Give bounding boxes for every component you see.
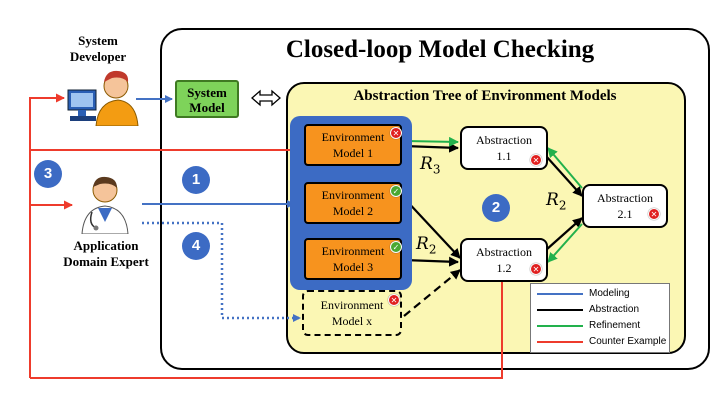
doctor-icon	[81, 176, 129, 234]
env-model-x-line1: Environment	[320, 298, 384, 312]
step-1-badge: 1	[182, 166, 210, 194]
relation-r2-upper: R2	[546, 190, 567, 213]
abstraction-arrows	[403, 142, 583, 317]
env-model-x-line2: Model x	[331, 314, 373, 328]
developer-at-computer-icon	[67, 70, 139, 126]
step-4-badge: 4	[182, 232, 210, 260]
env-model-1-line1: Environment	[321, 130, 385, 144]
step-3-badge: 3	[34, 160, 62, 188]
fail-icon: ✕	[530, 154, 542, 166]
domain-expert-line1: Application	[73, 238, 139, 253]
abstraction-2-1: Abstraction 2.1	[582, 184, 668, 228]
environment-model-1: Environment Model 1	[304, 124, 402, 166]
abstraction-1-1-line2: 1.1	[496, 149, 512, 163]
environment-model-x: Environment Model x	[302, 290, 402, 336]
legend-item-counter-example: Counter Example	[537, 334, 667, 349]
abstraction-1-2-line2: 1.2	[496, 261, 512, 275]
legend: Modeling Abstraction Refinement Counter …	[530, 283, 670, 353]
legend-swatch-green	[537, 325, 583, 327]
env-model-3-line2: Model 3	[332, 260, 374, 274]
step-2-badge: 2	[482, 194, 510, 222]
abstraction-1-1-line1: Abstraction	[476, 133, 532, 147]
modeling-arrow-dotted	[142, 221, 301, 322]
system-developer-line1: System	[78, 33, 118, 48]
relation-r3: R3	[420, 154, 441, 177]
double-arrow	[251, 89, 281, 107]
legend-label: Abstraction	[589, 304, 640, 315]
legend-item-refinement: Refinement	[537, 318, 667, 333]
legend-item-modeling: Modeling	[537, 286, 667, 301]
tree-title: Abstraction Tree of Environment Models	[353, 88, 617, 104]
abstraction-2-1-line1: Abstraction	[597, 191, 653, 205]
system-model-box: System Model	[175, 80, 239, 118]
environment-model-3: Environment Model 3	[304, 238, 402, 280]
fail-icon: ✕	[388, 294, 400, 306]
abstraction-1-2: Abstraction 1.2	[460, 238, 548, 282]
legend-swatch-red	[537, 341, 583, 343]
legend-label: Counter Example	[589, 336, 667, 347]
domain-expert-label: Application Domain Expert	[44, 238, 168, 270]
refinement-arrows	[405, 136, 583, 263]
pass-icon: ✓	[390, 185, 402, 197]
domain-expert-line2: Domain Expert	[63, 254, 149, 269]
legend-swatch-blue	[537, 293, 583, 295]
fail-icon: ✕	[530, 263, 542, 275]
legend-item-abstraction: Abstraction	[537, 302, 667, 317]
legend-swatch-black	[537, 309, 583, 311]
system-developer-label: System Developer	[58, 33, 138, 65]
counter-example-path	[29, 93, 503, 379]
fail-icon: ✕	[648, 208, 660, 220]
pass-icon: ✓	[390, 241, 402, 253]
system-model-line2: Model	[189, 100, 225, 115]
relation-r2-lower: R2	[416, 234, 437, 257]
legend-label: Refinement	[589, 320, 641, 331]
env-model-2-line1: Environment	[321, 188, 385, 202]
system-model-line1: System	[187, 85, 227, 100]
environment-model-2: Environment Model 2	[304, 182, 402, 224]
legend-label: Modeling	[589, 288, 630, 299]
abstraction-2-1-line2: 2.1	[617, 207, 633, 221]
env-model-3-line1: Environment	[321, 244, 385, 258]
abstraction-1-2-line1: Abstraction	[476, 245, 532, 259]
env-model-1-line2: Model 1	[332, 146, 374, 160]
diagram-title: Closed-loop Model Checking	[285, 36, 595, 63]
system-developer-line2: Developer	[69, 49, 127, 64]
fail-icon: ✕	[390, 127, 402, 139]
env-model-2-line2: Model 2	[332, 204, 374, 218]
